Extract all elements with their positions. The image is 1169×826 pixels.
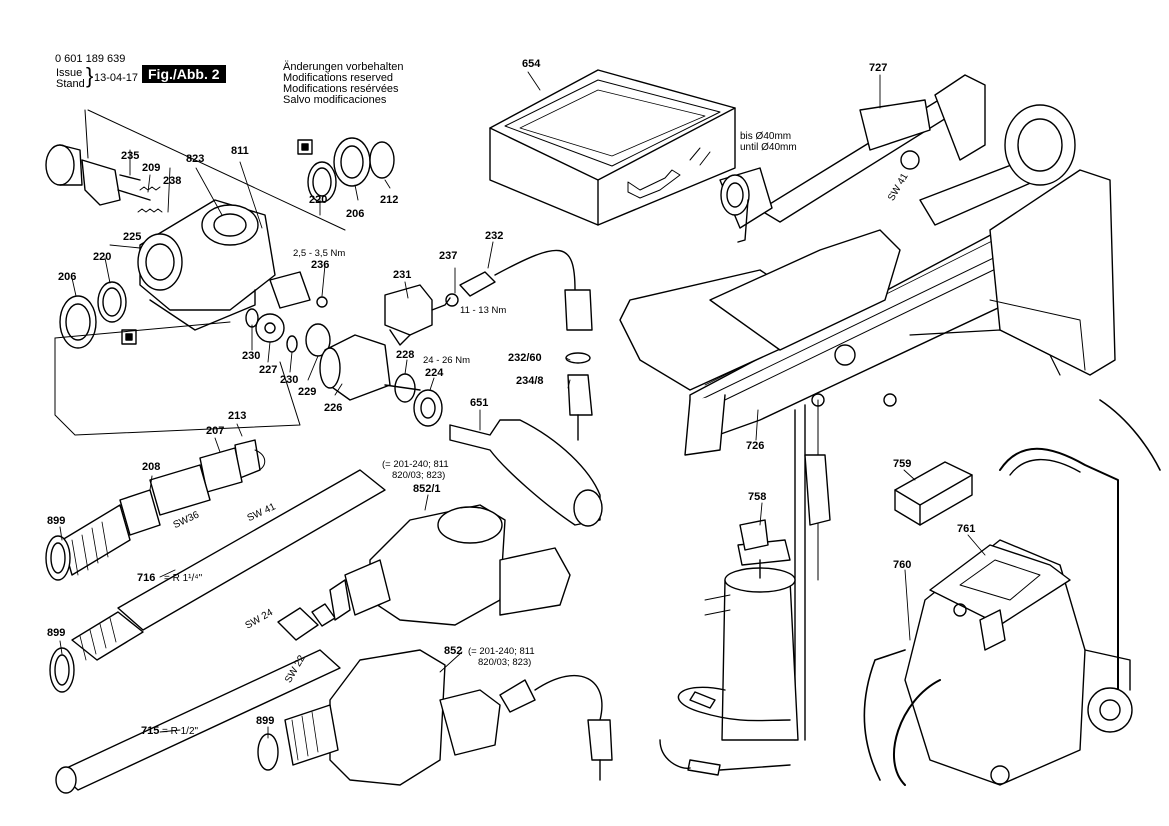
adapter-head-852	[257, 649, 613, 786]
part-label-759: 759	[893, 458, 912, 470]
torque-note-b: 11 - 13 Nm	[460, 305, 507, 316]
part-label-228: 228	[396, 349, 415, 361]
part-label-236: 236	[311, 259, 330, 271]
issue-date: 13-04-17	[94, 72, 139, 84]
part-label-220-top: 220	[309, 194, 328, 206]
part-label-899-a: 899	[47, 515, 66, 527]
part-label-208: 208	[142, 461, 161, 473]
part-label-220-left: 220	[93, 251, 112, 263]
brace: }	[86, 63, 94, 88]
adapter-group	[45, 439, 386, 794]
drill-stand-assembly	[619, 104, 1116, 741]
part-label-227: 227	[259, 364, 278, 376]
ref-note-852-1-line1: (= 201-240; 811	[382, 459, 449, 470]
wet-vacuum	[863, 399, 1161, 786]
part-label-230-a: 230	[242, 350, 261, 362]
part-label-760: 760	[893, 559, 912, 571]
part-label-852: 852	[444, 645, 463, 657]
part-label-823: 823	[186, 153, 205, 165]
issue-label: Issue	[56, 67, 83, 79]
ref-note-852-line2: 820/03; 823)	[478, 657, 532, 668]
part-label-852-1: 852/1	[413, 483, 441, 495]
part-label-224: 224	[425, 367, 444, 379]
part-label-232: 232	[485, 230, 504, 242]
thread-note-715: = R 1/2"	[162, 726, 199, 737]
valve-group	[245, 249, 603, 527]
part-label-651: 651	[470, 397, 489, 409]
torque-note-c: 24 - 26 Nm	[423, 355, 470, 366]
ref-note-852-1-line2: 820/03; 823)	[392, 470, 446, 481]
part-label-232-60: 232/60	[508, 352, 542, 364]
part-label-226: 226	[324, 402, 343, 414]
figure-label: Fig./Abb. 2	[142, 65, 226, 83]
water-tank	[659, 519, 799, 776]
part-label-235: 235	[121, 150, 140, 162]
part-label-727: 727	[869, 62, 888, 74]
part-label-899-c: 899	[256, 715, 275, 727]
part-label-238: 238	[163, 175, 182, 187]
leader-lines	[59, 71, 986, 739]
part-label-213: 213	[228, 410, 247, 422]
block-759	[894, 461, 973, 526]
modifications-es: Salvo modificaciones	[283, 94, 387, 106]
part-label-654: 654	[522, 58, 541, 70]
part-number: 0 601 189 639	[55, 53, 126, 65]
part-label-206-top: 206	[346, 208, 365, 220]
part-label-234-8: 234/8	[516, 375, 544, 387]
modifications-de: Änderungen vorbehalten	[283, 61, 404, 73]
part-label-899-b: 899	[47, 627, 66, 639]
part-label-811: 811	[231, 145, 249, 157]
part-label-230-b: 230	[280, 374, 299, 386]
diameter-note-de: bis Ø40mm	[740, 131, 792, 142]
part-label-212: 212	[380, 194, 399, 206]
diameter-note-en: until Ø40mm	[740, 142, 797, 153]
motor-head-group	[45, 109, 395, 436]
part-label-237: 237	[439, 250, 458, 262]
part-label-716: 716	[137, 572, 156, 584]
modifications-notice: Änderungen vorbehalten Modifications res…	[283, 62, 403, 106]
part-label-207: 207	[206, 425, 225, 437]
stand-label: Stand	[56, 78, 85, 90]
part-label-209: 209	[142, 162, 161, 174]
part-label-758: 758	[748, 491, 767, 503]
torque-note-a: 2,5 - 3,5 Nm	[293, 248, 346, 259]
part-label-715: 715	[141, 725, 160, 737]
modifications-fr: Modifications resérvées	[283, 83, 399, 95]
adapter-head-852-1	[329, 504, 571, 626]
part-label-229: 229	[298, 386, 317, 398]
part-label-231: 231	[393, 269, 412, 281]
part-label-761: 761	[957, 523, 976, 535]
part-label-225: 225	[123, 231, 142, 243]
thread-note-716: = R 1¹/⁴"	[164, 573, 203, 584]
ref-note-852-line1: (= 201-240; 811	[468, 646, 535, 657]
carrying-case	[489, 69, 736, 226]
guide-bracket	[719, 74, 986, 243]
part-label-206-left: 206	[58, 271, 77, 283]
modifications-en: Modifications reserved	[283, 72, 394, 84]
part-label-726: 726	[746, 440, 765, 452]
